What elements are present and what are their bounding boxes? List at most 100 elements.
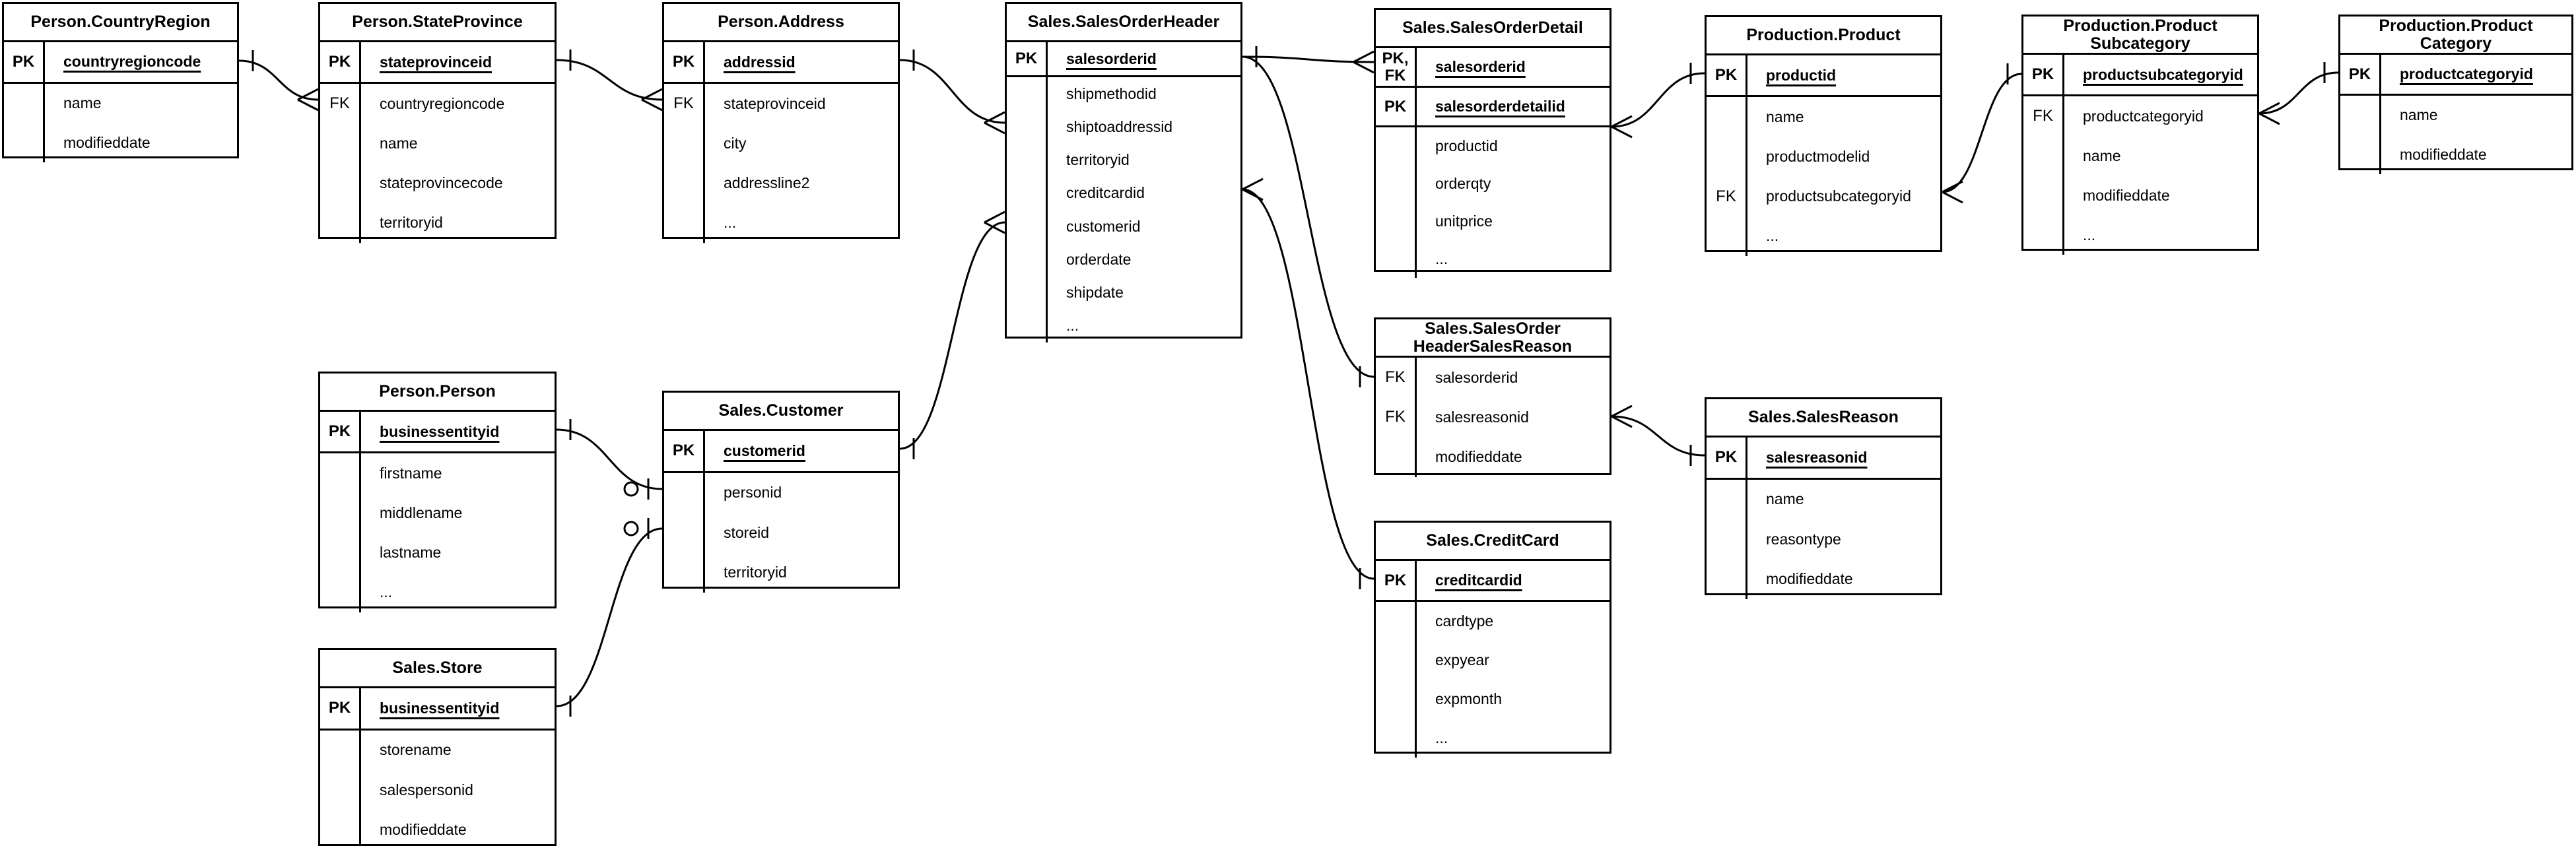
column-name: unitprice: [1435, 212, 1493, 230]
column-name: salesorderdetailid: [1435, 98, 1565, 115]
column-name: productsubcategoryid: [2083, 65, 2243, 83]
column-name: ...: [1435, 250, 1448, 267]
key-label: FK: [1376, 358, 1417, 398]
column-name: productcategoryid: [2400, 65, 2533, 83]
relationship-edge-person-customer: [556, 419, 663, 500]
relationship-edge-salesorderdetail-product: [1611, 63, 1705, 139]
relationship-edge-productsubcategory-productcategory: [2258, 62, 2339, 125]
key-label: [1376, 203, 1417, 240]
key-label: PK: [1707, 55, 1747, 96]
table-row: stateprovincecode: [320, 163, 555, 203]
table-title: Production.Product Category: [2340, 16, 2571, 55]
table-row: ...: [320, 572, 555, 612]
table-title: Sales.SalesOrder HeaderSalesReason: [1376, 319, 1610, 358]
key-label: FK: [1376, 397, 1417, 438]
table-row: name: [320, 123, 555, 164]
column-name: creditcardid: [1066, 184, 1145, 202]
column-name: businessentityid: [380, 699, 500, 717]
key-label: PK: [320, 42, 361, 82]
key-label: [1376, 240, 1417, 278]
table-row: modifieddate: [4, 123, 237, 162]
table-row: orderqty: [1376, 165, 1610, 203]
column-name: modifieddate: [380, 821, 467, 839]
key-label: [320, 810, 361, 846]
column-name: middlename: [380, 504, 463, 521]
table-row: shipmethodid: [1007, 77, 1240, 111]
column-name: addressid: [724, 53, 796, 71]
key-label: PK: [1376, 561, 1417, 600]
column-name: firstname: [380, 464, 442, 482]
table-row: ...: [1376, 240, 1610, 278]
table-row: modifieddate: [2340, 135, 2571, 174]
table-row: storeid: [664, 513, 898, 553]
column-name: name: [2083, 146, 2121, 164]
key-label: [1707, 559, 1747, 599]
table-row: territoryid: [1007, 143, 1240, 177]
column-name: addressline2: [724, 174, 810, 192]
table-row: ...: [664, 203, 898, 243]
key-label: [664, 552, 705, 593]
column-name: salespersonid: [380, 781, 473, 798]
column-name: expyear: [1435, 651, 1489, 668]
relationship-edge-address-salesorderheader: [899, 49, 1005, 135]
key-label: PK: [4, 42, 45, 82]
table-row: storename: [320, 730, 555, 770]
key-label: [664, 513, 705, 553]
table-row: territoryid: [664, 552, 898, 593]
table-row: ...: [1376, 719, 1610, 758]
column-name: salesorderid: [1435, 58, 1526, 75]
key-label: [1376, 602, 1417, 641]
table-row: personid: [664, 472, 898, 513]
key-label: [2023, 215, 2064, 255]
table-row: salespersonid: [320, 770, 555, 810]
table-row: productmodelid: [1707, 137, 1940, 177]
column-name: orderqty: [1435, 175, 1491, 192]
column-name: salesorderid: [1435, 368, 1518, 386]
column-name: ...: [724, 214, 737, 232]
column-name: cardtype: [1435, 612, 1494, 630]
key-label: [320, 453, 361, 494]
column-name: storename: [380, 741, 452, 759]
column-name: ...: [1766, 227, 1779, 245]
relationship-edge-countryregion-stateprovince: [238, 50, 319, 112]
column-name: city: [724, 134, 747, 152]
key-label: PK: [1007, 42, 1048, 76]
key-label: [1376, 437, 1417, 477]
